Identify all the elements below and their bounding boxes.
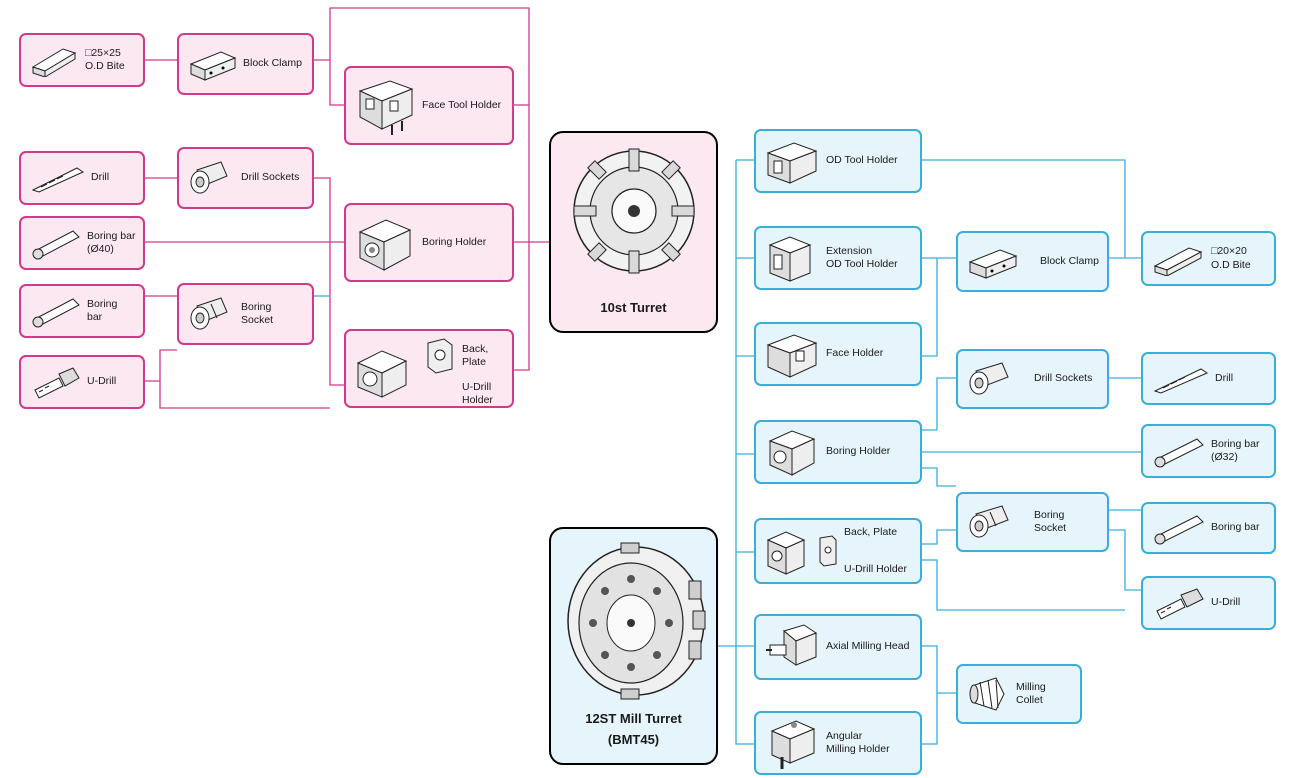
box-right-od-bite-label: □20×20 O.D Bite xyxy=(1211,245,1251,271)
box-right-ext-od-tool-holder: Extension OD Tool Holder xyxy=(754,226,922,290)
turret-10st-icon xyxy=(573,148,695,274)
back-plate-icon xyxy=(427,338,453,374)
box-left-drill-sockets-label: Drill Sockets xyxy=(241,171,300,184)
box-right-boring-bar-32-label: Boring bar (Ø32) xyxy=(1211,437,1260,463)
box-left-udrill-holder: Back, Plate U-Drill Holder xyxy=(344,329,514,408)
box-right-angular-milling-holder: Angular Milling Holder xyxy=(754,711,922,775)
udrill-icon xyxy=(1156,588,1204,620)
drill-icon xyxy=(31,167,85,193)
box-right-back-plate-label: Back, Plate xyxy=(844,526,898,538)
face-holder-icon xyxy=(766,334,818,378)
box-left-boring-bar: Boring bar xyxy=(19,284,145,338)
boring-socket-icon xyxy=(190,297,228,330)
box-left-block-clamp-label: Block Clamp xyxy=(243,57,302,70)
box-left-udrill-holder-label: U-Drill Holder xyxy=(462,380,493,406)
box-right-od-tool-holder: OD Tool Holder xyxy=(754,129,922,193)
box-right-udrill-holder: Back, Plate U-Drill Holder xyxy=(754,518,922,584)
box-right-boring-socket: Boring Socket xyxy=(956,492,1109,552)
box-right-face-holder-label: Face Holder xyxy=(826,347,884,360)
box-right-angular-milling-holder-label: Angular Milling Holder xyxy=(826,729,890,755)
box-right-boring-socket-label: Boring Socket xyxy=(1034,508,1067,534)
drill-socket-icon xyxy=(969,362,1009,395)
udrill-holder-icon xyxy=(356,350,408,398)
box-left-block-clamp: Block Clamp xyxy=(177,33,314,95)
box-left-od-bite-label: □25×25 O.D Bite xyxy=(85,46,125,72)
box-right-boring-bar-32: Boring bar (Ø32) xyxy=(1141,424,1276,478)
face-tool-holder-icon xyxy=(358,79,414,135)
boring-holder-icon xyxy=(768,430,816,476)
turret-10st-label: 10st Turret xyxy=(600,300,667,316)
box-left-boring-holder: Boring Holder xyxy=(344,203,514,282)
box-left-udrill-label: U-Drill xyxy=(87,375,117,388)
boring-holder-icon xyxy=(358,218,412,271)
blue-connectors xyxy=(314,159,1141,745)
turret-12st-mill: 12ST Mill Turret (BMT45) xyxy=(549,527,718,765)
box-left-boring-socket: Boring Socket xyxy=(177,283,314,345)
milling-collet-icon xyxy=(969,677,1005,711)
axial-milling-head-icon xyxy=(766,624,818,666)
box-right-udrill-holder-label: U-Drill Holder xyxy=(844,562,908,575)
box-right-drill: Drill xyxy=(1141,352,1276,405)
turret-10st: 10st Turret xyxy=(549,131,718,333)
box-right-od-bite: □20×20 O.D Bite xyxy=(1141,231,1276,286)
box-left-drill-sockets: Drill Sockets xyxy=(177,147,314,209)
box-left-boring-socket-label: Boring Socket xyxy=(241,300,274,326)
box-left-face-tool-holder-label: Face Tool Holder xyxy=(422,98,502,111)
udrill-holder-icon xyxy=(766,531,806,575)
od-bite-icon xyxy=(1153,246,1203,276)
box-right-milling-collet-label: Milling Collet xyxy=(1016,680,1046,706)
box-right-face-holder: Face Holder xyxy=(754,322,922,386)
box-right-block-clamp-label: Block Clamp xyxy=(1040,254,1099,267)
box-left-face-tool-holder: Face Tool Holder xyxy=(344,66,514,145)
back-plate-icon xyxy=(819,535,837,567)
block-clamp-icon xyxy=(189,51,237,81)
boring-socket-icon xyxy=(969,505,1009,538)
box-right-boring-bar-label: Boring bar xyxy=(1211,521,1260,534)
ext-od-tool-holder-icon xyxy=(768,236,812,282)
box-left-drill-label: Drill xyxy=(91,171,110,184)
boring-bar-icon xyxy=(32,230,80,260)
boring-bar-icon xyxy=(1154,515,1204,545)
box-right-boring-holder: Boring Holder xyxy=(754,420,922,484)
box-right-udrill-label: U-Drill xyxy=(1211,596,1241,609)
turret-12st-icon xyxy=(567,542,706,700)
box-left-drill: Drill xyxy=(19,151,145,205)
box-left-boring-bar-40: Boring bar (Ø40) xyxy=(19,216,145,270)
box-left-od-bite: □25×25 O.D Bite xyxy=(19,33,145,87)
box-right-block-clamp: Block Clamp xyxy=(956,231,1109,292)
udrill-icon xyxy=(34,367,80,399)
box-right-boring-holder-label: Boring Holder xyxy=(826,445,891,458)
od-bite-icon xyxy=(31,48,77,77)
box-right-axial-milling-head: Axial Milling Head xyxy=(754,614,922,680)
drill-socket-icon xyxy=(190,161,228,194)
drill-icon xyxy=(1153,367,1209,394)
box-right-axial-milling-head-label: Axial Milling Head xyxy=(826,640,910,653)
angular-milling-holder-icon xyxy=(770,720,816,769)
box-right-udrill: U-Drill xyxy=(1141,576,1276,630)
box-right-drill-label: Drill xyxy=(1215,371,1234,384)
od-tool-holder-icon xyxy=(766,142,818,184)
box-right-ext-od-tool-holder-label: Extension OD Tool Holder xyxy=(826,244,898,270)
block-clamp-icon xyxy=(968,248,1018,279)
box-right-drill-sockets-label: Drill Sockets xyxy=(1034,372,1093,385)
boring-bar-icon xyxy=(32,298,80,328)
boring-bar-icon xyxy=(1154,438,1204,468)
box-right-milling-collet: Milling Collet xyxy=(956,664,1082,724)
pink-connectors xyxy=(143,7,549,409)
box-right-drill-sockets: Drill Sockets xyxy=(956,349,1109,409)
box-left-boring-holder-label: Boring Holder xyxy=(422,235,487,248)
box-left-boring-bar-label: Boring bar xyxy=(87,297,118,323)
box-right-od-tool-holder-label: OD Tool Holder xyxy=(826,154,898,167)
box-right-boring-bar: Boring bar xyxy=(1141,502,1276,554)
box-left-udrill: U-Drill xyxy=(19,355,145,409)
turret-12st-label: 12ST Mill Turret (BMT45) xyxy=(585,711,682,748)
box-left-back-plate-label: Back, Plate xyxy=(462,343,489,369)
box-left-boring-bar-40-label: Boring bar (Ø40) xyxy=(87,229,136,255)
